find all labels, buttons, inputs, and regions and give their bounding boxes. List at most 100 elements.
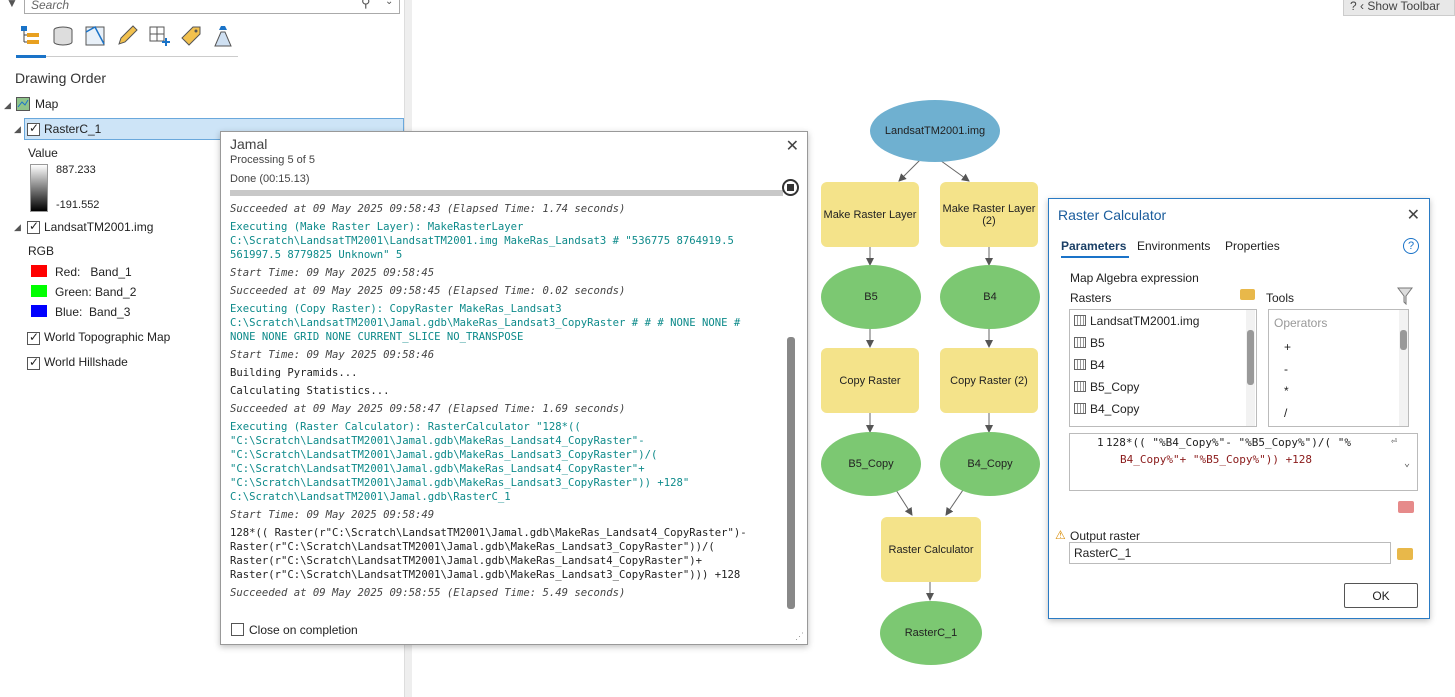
filter-icon[interactable]: ▼ bbox=[6, 0, 18, 10]
log-entry: Start Time: 09 May 2025 09:58:49 bbox=[230, 508, 798, 522]
log-line: Succeeded at 09 May 2025 09:58:47 (Elaps… bbox=[230, 402, 798, 416]
chevron-down-icon[interactable]: ⌄ bbox=[1404, 458, 1410, 469]
expression-text[interactable]: B4_Copy%"+ "%B5_Copy%")) +128 bbox=[1120, 453, 1312, 466]
collapse-icon[interactable]: ◢ bbox=[14, 222, 21, 233]
raster-name: B5 bbox=[1090, 336, 1105, 350]
model-variable-node[interactable]: B4_Copy bbox=[940, 432, 1040, 496]
operator-item[interactable]: - bbox=[1284, 362, 1288, 376]
ok-button[interactable]: OK bbox=[1344, 583, 1418, 608]
expression-text[interactable]: 128*(( "%B4_Copy%"- "%B5_Copy%")/( "% bbox=[1106, 436, 1351, 449]
model-tool-node[interactable]: Copy Raster bbox=[821, 348, 919, 413]
operator-item[interactable]: + bbox=[1284, 340, 1291, 354]
list-item[interactable]: B5 bbox=[1074, 336, 1105, 358]
chevron-down-icon[interactable]: ⌄ bbox=[385, 0, 393, 7]
list-by-labeling-icon[interactable] bbox=[179, 24, 203, 48]
log-entry: Start Time: 09 May 2025 09:58:46 bbox=[230, 348, 798, 362]
list-by-source-icon[interactable] bbox=[51, 24, 75, 48]
operators-scrollbar[interactable] bbox=[1399, 310, 1408, 426]
log-line: "C:\Scratch\LandsatTM2001\Jamal.gdb\Make… bbox=[230, 434, 798, 448]
list-by-drawing-order-icon[interactable] bbox=[19, 24, 43, 48]
list-by-snapping-icon[interactable] bbox=[147, 24, 171, 48]
processing-status: Processing 5 of 5 bbox=[230, 154, 315, 166]
tab-environments[interactable]: Environments bbox=[1137, 239, 1210, 253]
output-raster-field[interactable]: RasterC_1 bbox=[1069, 542, 1391, 564]
rasters-label: Rasters bbox=[1070, 291, 1111, 305]
folder-icon[interactable] bbox=[1240, 289, 1255, 300]
search-input[interactable]: Search ⚲ ⌄ bbox=[24, 0, 400, 14]
dialog-title: Jamal bbox=[230, 136, 267, 152]
operator-item[interactable]: * bbox=[1284, 384, 1289, 398]
scroll-thumb[interactable] bbox=[1247, 330, 1254, 385]
cancel-icon[interactable] bbox=[782, 179, 799, 196]
filter-icon[interactable] bbox=[1397, 287, 1413, 305]
log-entry: Calculating Statistics... bbox=[230, 384, 798, 398]
log-entry: Succeeded at 09 May 2025 09:58:47 (Elaps… bbox=[230, 402, 798, 416]
show-toolbar-button[interactable]: ? ‹ Show Toolbar bbox=[1343, 0, 1455, 16]
list-item[interactable]: B5_Copy bbox=[1074, 380, 1139, 402]
layer-name[interactable]: RasterC_1 bbox=[44, 122, 101, 136]
folder-icon[interactable] bbox=[1397, 548, 1413, 560]
resize-grip-icon[interactable]: ⋰ bbox=[795, 631, 804, 642]
search-icon[interactable]: ⚲ bbox=[361, 0, 371, 11]
layer-name[interactable]: LandsatTM2001.img bbox=[44, 220, 153, 234]
legend-heading: RGB bbox=[28, 244, 54, 258]
map-label[interactable]: Map bbox=[35, 97, 58, 111]
layer-visibility-checkbox[interactable] bbox=[27, 357, 40, 370]
log-line: Executing (Make Raster Layer): MakeRaste… bbox=[230, 220, 798, 234]
log-entry: Building Pyramids... bbox=[230, 366, 798, 380]
layer-name[interactable]: World Topographic Map bbox=[44, 330, 170, 344]
collapse-icon[interactable]: ◢ bbox=[4, 100, 11, 111]
expression-editor[interactable]: 1 128*(( "%B4_Copy%"- "%B5_Copy%")/( "% … bbox=[1069, 433, 1418, 491]
raster-icon bbox=[1074, 403, 1086, 414]
model-variable-node[interactable]: B5_Copy bbox=[821, 432, 921, 496]
log-line: Start Time: 09 May 2025 09:58:49 bbox=[230, 508, 798, 522]
tab-parameters[interactable]: Parameters bbox=[1061, 239, 1126, 253]
log-scrollbar[interactable] bbox=[787, 337, 795, 609]
model-tool-node[interactable]: Make Raster Layer (2) bbox=[940, 182, 1038, 247]
layer-name[interactable]: World Hillshade bbox=[44, 355, 128, 369]
model-tool-node[interactable]: Raster Calculator bbox=[881, 517, 981, 582]
log-line: Start Time: 09 May 2025 09:58:46 bbox=[230, 348, 798, 362]
log-line: "C:\Scratch\LandsatTM2001\Jamal.gdb\Make… bbox=[230, 448, 798, 462]
chevron-left-icon: ‹ bbox=[1360, 0, 1364, 13]
model-input-node[interactable]: LandsatTM2001.img bbox=[870, 100, 1000, 162]
clear-expression-icon[interactable] bbox=[1398, 501, 1414, 513]
list-by-perspective-imagery-icon[interactable] bbox=[211, 24, 235, 48]
operator-item[interactable]: / bbox=[1284, 406, 1287, 420]
list-by-selection-icon[interactable] bbox=[83, 24, 107, 48]
layer-visibility-checkbox[interactable] bbox=[27, 332, 40, 345]
model-variable-node[interactable]: B5 bbox=[821, 265, 921, 329]
layer-visibility-checkbox[interactable] bbox=[27, 221, 40, 234]
collapse-icon[interactable]: ◢ bbox=[14, 124, 21, 135]
legend-heading: Value bbox=[28, 146, 58, 160]
tools-label: Tools bbox=[1266, 291, 1294, 305]
active-tab-indicator bbox=[1061, 256, 1129, 258]
log-entry: Executing (Raster Calculator): RasterCal… bbox=[230, 420, 798, 504]
log-entry: Start Time: 09 May 2025 09:58:45 bbox=[230, 266, 798, 280]
progress-bar bbox=[230, 190, 783, 196]
layer-visibility-checkbox[interactable] bbox=[27, 123, 40, 136]
model-variable-node[interactable]: B4 bbox=[940, 265, 1040, 329]
operators-list[interactable]: Operators + - * / bbox=[1268, 309, 1409, 427]
close-on-completion-checkbox[interactable] bbox=[231, 623, 244, 636]
output-raster-label: Output raster bbox=[1070, 529, 1140, 543]
close-icon[interactable]: ✕ bbox=[786, 136, 799, 156]
scroll-thumb[interactable] bbox=[1400, 330, 1407, 350]
log-entry: 128*(( Raster(r"C:\Scratch\LandsatTM2001… bbox=[230, 526, 798, 582]
list-item[interactable]: LandsatTM2001.img bbox=[1074, 314, 1199, 336]
list-item[interactable]: B4_Copy bbox=[1074, 402, 1139, 424]
progress-fill bbox=[230, 190, 783, 196]
band-swatch bbox=[31, 265, 47, 277]
model-tool-node[interactable]: Make Raster Layer bbox=[821, 182, 919, 247]
list-by-editing-icon[interactable] bbox=[115, 24, 139, 48]
rasters-scrollbar[interactable] bbox=[1246, 310, 1255, 426]
help-icon[interactable]: ? bbox=[1403, 238, 1419, 254]
model-tool-node[interactable]: Copy Raster (2) bbox=[940, 348, 1038, 413]
log-entry: Succeeded at 09 May 2025 09:58:55 (Elaps… bbox=[230, 586, 798, 600]
close-icon[interactable]: ✕ bbox=[1407, 205, 1420, 225]
log-line: Raster(r"C:\Scratch\LandsatTM2001\Jamal.… bbox=[230, 540, 798, 554]
model-output-node[interactable]: RasterC_1 bbox=[880, 601, 982, 665]
list-item[interactable]: B4 bbox=[1074, 358, 1105, 380]
rasters-list[interactable]: LandsatTM2001.img B5 B4 B5_Copy B4_Copy bbox=[1069, 309, 1257, 427]
tab-properties[interactable]: Properties bbox=[1225, 239, 1280, 253]
